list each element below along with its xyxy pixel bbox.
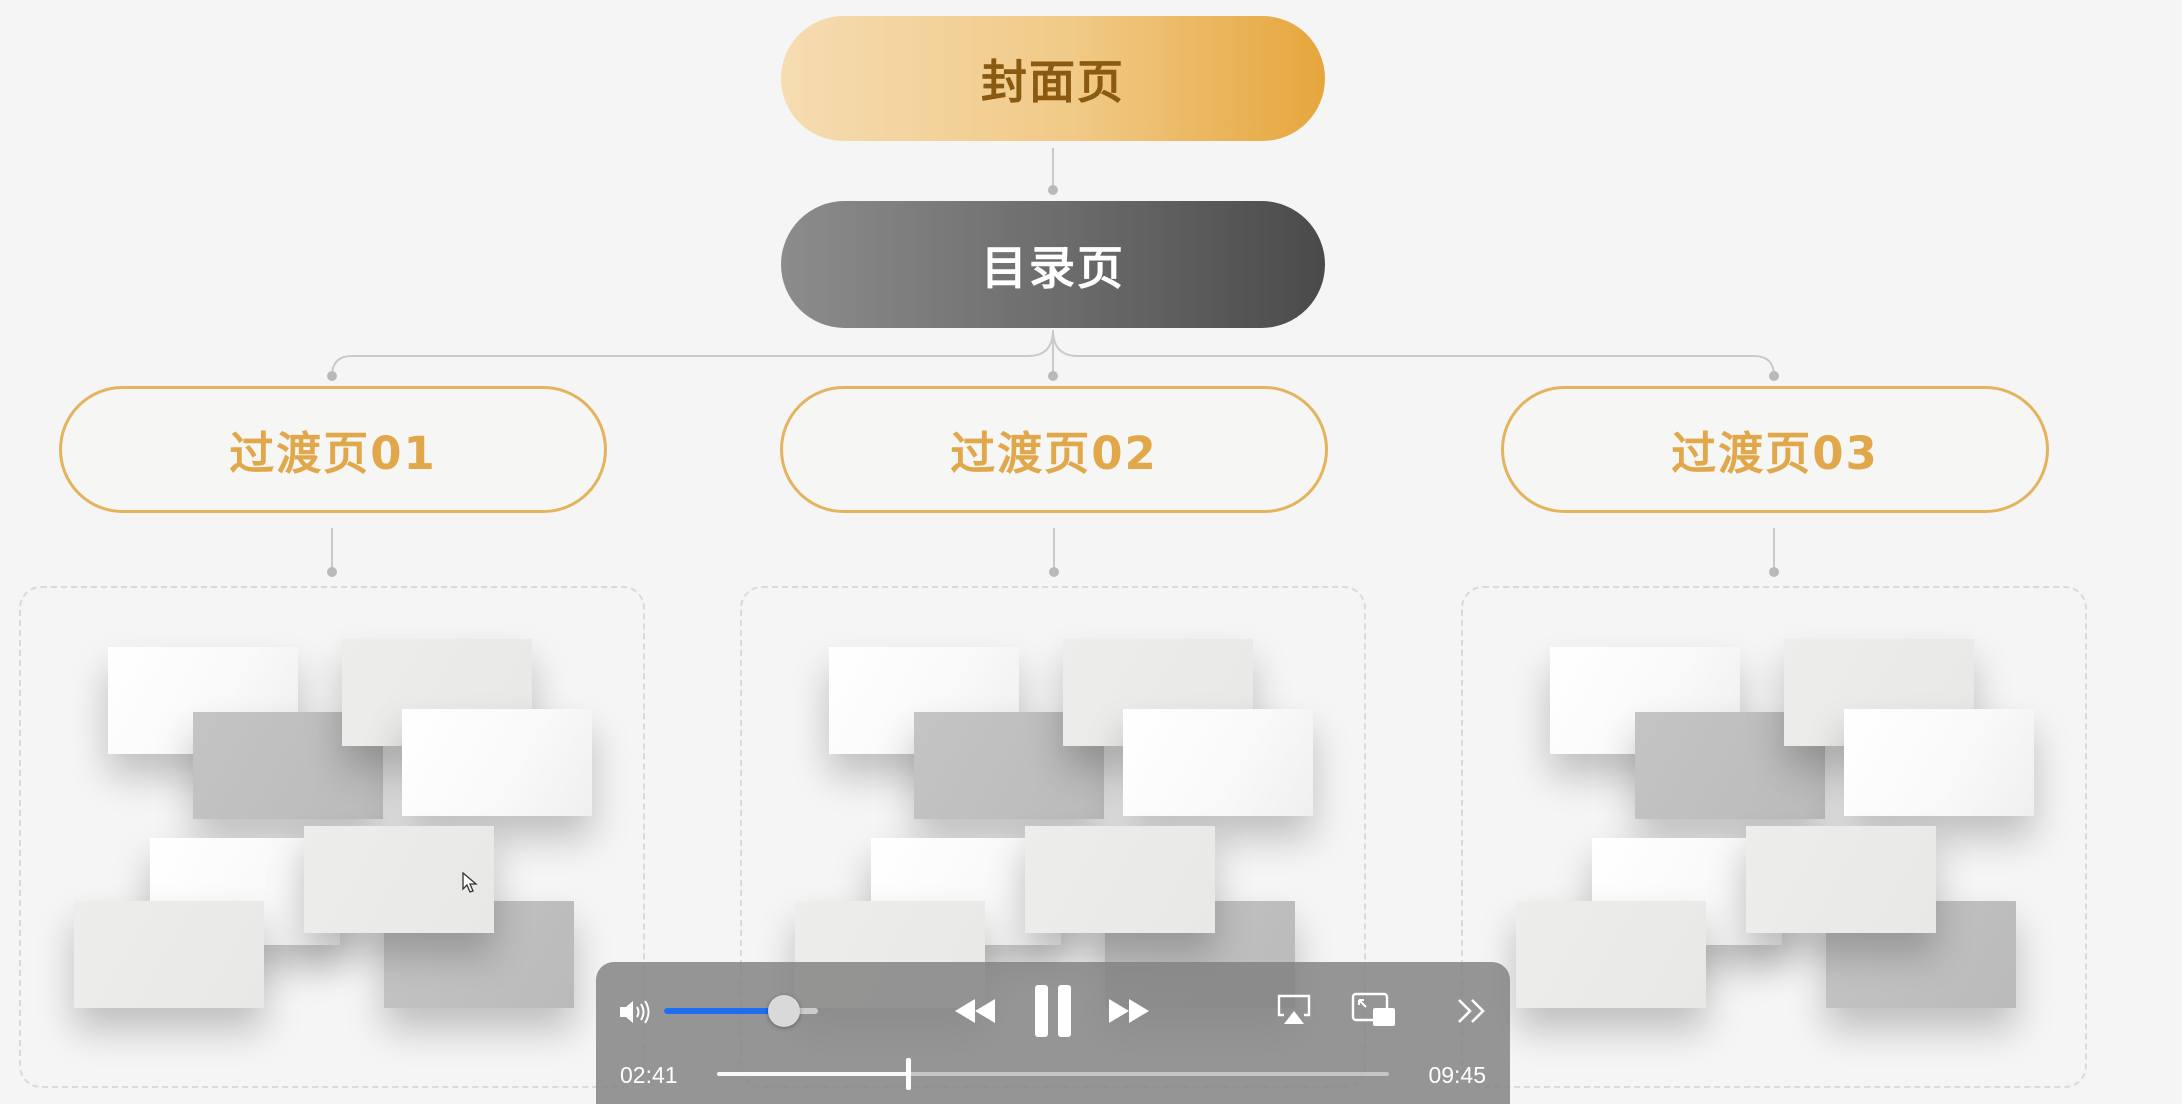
picture-in-picture-icon[interactable] — [1350, 988, 1398, 1032]
video-player-controls: 02:41 09:45 — [596, 962, 1510, 1104]
toc-page-node: 目录页 — [781, 201, 1325, 328]
rewind-icon[interactable] — [950, 988, 1000, 1034]
volume-slider[interactable] — [664, 995, 818, 1027]
elapsed-time: 02:41 — [620, 1062, 678, 1088]
content-page-thumbnail — [1746, 826, 1936, 933]
playback-scrubber[interactable] — [717, 1058, 1389, 1090]
mouse-pointer-icon — [462, 872, 478, 893]
cover-page-node: 封面页 — [781, 16, 1325, 141]
volume-level-fill — [664, 1008, 785, 1014]
content-page-thumbnail — [1844, 709, 2034, 816]
transition-page-label: 过渡页03 — [1671, 427, 1879, 480]
content-page-thumbnail — [1123, 709, 1313, 816]
content-page-thumbnail — [402, 709, 592, 816]
playback-scrubber-handle[interactable] — [905, 1058, 911, 1090]
transition-page-node-02: 过渡页02 — [780, 386, 1328, 513]
transition-page-node-03: 过渡页03 — [1501, 386, 2049, 513]
content-pages-group-02 — [740, 586, 1366, 1088]
toc-page-label: 目录页 — [981, 240, 1125, 295]
content-page-thumbnail — [1516, 901, 1706, 1008]
fast-forward-icon[interactable] — [1104, 988, 1154, 1034]
content-pages-group-03 — [1461, 586, 2087, 1088]
remaining-time: 09:45 — [1428, 1062, 1486, 1088]
content-page-thumbnail — [1025, 826, 1215, 933]
content-page-thumbnail — [304, 826, 494, 933]
cover-page-label: 封面页 — [981, 54, 1125, 109]
volume-slider-handle[interactable] — [768, 995, 801, 1027]
content-page-thumbnail — [74, 901, 264, 1008]
transition-page-label: 过渡页02 — [950, 427, 1158, 480]
transition-page-label: 过渡页01 — [229, 427, 437, 480]
transition-page-node-01: 过渡页01 — [59, 386, 607, 513]
more-icon[interactable] — [1452, 992, 1492, 1030]
content-pages-group-01 — [19, 586, 645, 1088]
playback-progress-fill — [717, 1072, 908, 1076]
pause-icon[interactable] — [1030, 980, 1076, 1042]
speaker-icon[interactable] — [618, 996, 654, 1028]
airplay-icon[interactable] — [1274, 990, 1314, 1030]
